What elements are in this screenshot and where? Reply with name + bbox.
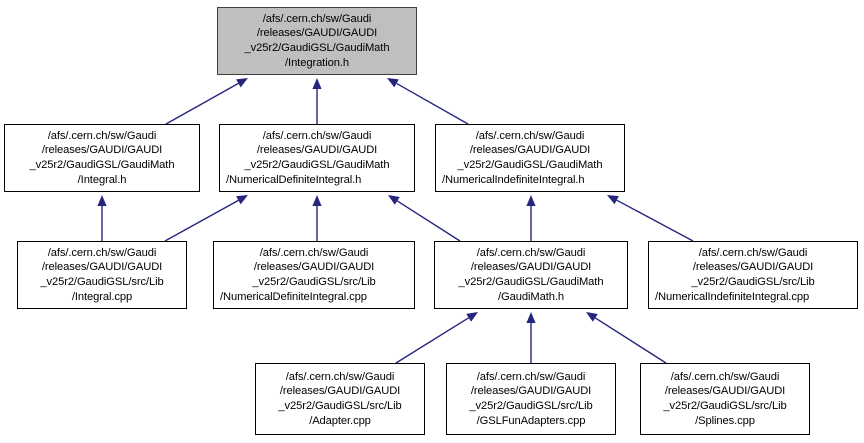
- graph-node-numericaldefiniteintegral_h[interactable]: /afs/.cern.ch/sw/Gaudi/releases/GAUDI/GA…: [219, 124, 415, 192]
- node-label-line: /afs/.cern.ch/sw/Gaudi: [259, 246, 369, 259]
- node-label-line: /releases/GAUDI/GAUDI: [41, 261, 163, 274]
- node-label-line: /afs/.cern.ch/sw/Gaudi: [262, 129, 372, 142]
- node-label-line: /Integral.cpp: [71, 290, 133, 303]
- node-label-line: /Integral.h: [77, 173, 127, 186]
- graph-edge-numericalindefiniteintegral_cpp-to-numericalindefiniteintegral_h: [607, 195, 694, 242]
- node-label-line: /afs/.cern.ch/sw/Gaudi: [47, 246, 157, 259]
- node-label-line: /GSLFunAdapters.cpp: [476, 414, 586, 427]
- graph-edge-gaudimath_h-to-numericalindefiniteintegral_h: [526, 195, 536, 241]
- node-label-line: /NumericalDefiniteIntegral.h: [226, 173, 362, 186]
- node-label-line: _v25r2/GaudiGSL/src/Lib: [252, 276, 376, 288]
- node-label-line: /releases/GAUDI/GAUDI: [253, 261, 375, 274]
- graph-node-splines_cpp[interactable]: /afs/.cern.ch/sw/Gaudi/releases/GAUDI/GA…: [640, 363, 810, 435]
- node-label-line: /afs/.cern.ch/sw/Gaudi: [476, 370, 586, 383]
- node-label-line: _v25r2/GaudiGSL/src/Lib: [663, 400, 787, 412]
- graph-node-gaudimath_h[interactable]: /afs/.cern.ch/sw/Gaudi/releases/GAUDI/GA…: [434, 241, 628, 309]
- node-label-line: _v25r2/GaudiGSL/GaudiMath: [29, 159, 175, 171]
- node-label-line: /releases/GAUDI/GAUDI: [470, 261, 592, 274]
- graph-node-numericalindefiniteintegral_cpp[interactable]: /afs/.cern.ch/sw/Gaudi/releases/GAUDI/GA…: [648, 241, 858, 309]
- graph-node-gslfunadapters_cpp[interactable]: /afs/.cern.ch/sw/Gaudi/releases/GAUDI/GA…: [446, 363, 616, 435]
- node-label-line: /NumericalIndefiniteIntegral.h: [442, 173, 585, 186]
- node-label-line: /afs/.cern.ch/sw/Gaudi: [670, 370, 780, 383]
- node-label-line: _v25r2/GaudiGSL/GaudiMath: [457, 159, 603, 171]
- graph-edge-numericalindefiniteintegral_h-to-integration_h: [387, 78, 469, 125]
- node-label-line: _v25r2/GaudiGSL/src/Lib: [691, 276, 815, 288]
- node-label-line: /releases/GAUDI/GAUDI: [256, 27, 378, 40]
- graph-edge-numericaldefiniteintegral_cpp-to-numericaldefiniteintegral_h: [312, 195, 322, 241]
- node-label-line: _v25r2/GaudiGSL/GaudiMath: [458, 276, 604, 288]
- node-label-line: /NumericalIndefiniteIntegral.cpp: [655, 290, 810, 303]
- graph-node-numericaldefiniteintegral_cpp[interactable]: /afs/.cern.ch/sw/Gaudi/releases/GAUDI/GA…: [213, 241, 415, 309]
- graph-edge-splines_cpp-to-gaudimath_h: [586, 312, 667, 364]
- node-label-line: _v25r2/GaudiGSL/GaudiMath: [244, 159, 390, 171]
- graph-edge-integral_cpp-to-integral_h: [97, 195, 107, 241]
- graph-node-adapter_cpp[interactable]: /afs/.cern.ch/sw/Gaudi/releases/GAUDI/GA…: [255, 363, 425, 435]
- node-label-line: /releases/GAUDI/GAUDI: [469, 144, 591, 157]
- node-label-line: /releases/GAUDI/GAUDI: [664, 385, 786, 398]
- node-label-line: /Adapter.cpp: [309, 414, 371, 427]
- node-label-line: /NumericalDefiniteIntegral.cpp: [220, 290, 367, 303]
- graph-node-integral_h[interactable]: /afs/.cern.ch/sw/Gaudi/releases/GAUDI/GA…: [4, 124, 200, 192]
- node-label-line: /afs/.cern.ch/sw/Gaudi: [475, 129, 585, 142]
- node-label-line: /afs/.cern.ch/sw/Gaudi: [262, 12, 372, 25]
- node-label-line: /afs/.cern.ch/sw/Gaudi: [476, 246, 586, 259]
- node-label-line: /GaudiMath.h: [498, 290, 564, 303]
- node-label-line: _v25r2/GaudiGSL/src/Lib: [469, 400, 593, 412]
- graph-node-numericalindefiniteintegral_h[interactable]: /afs/.cern.ch/sw/Gaudi/releases/GAUDI/GA…: [435, 124, 625, 192]
- node-label-line: /afs/.cern.ch/sw/Gaudi: [285, 370, 395, 383]
- node-label-line: /releases/GAUDI/GAUDI: [470, 385, 592, 398]
- node-label-line: _v25r2/GaudiGSL/src/Lib: [40, 276, 164, 288]
- node-label-line: /releases/GAUDI/GAUDI: [692, 261, 814, 274]
- graph-node-integration_h[interactable]: /afs/.cern.ch/sw/Gaudi/releases/GAUDI/GA…: [217, 7, 417, 75]
- graph-edge-integral_h-to-integration_h: [165, 78, 248, 125]
- graph-edge-adapter_cpp-to-gaudimath_h: [395, 312, 478, 364]
- node-label-line: /releases/GAUDI/GAUDI: [279, 385, 401, 398]
- graph-edge-numericaldefiniteintegral_h-to-integration_h: [312, 78, 322, 124]
- graph-edge-gslfunadapters_cpp-to-gaudimath_h: [526, 312, 536, 363]
- node-label-line: _v25r2/GaudiGSL/GaudiMath: [244, 42, 390, 54]
- node-label-line: /afs/.cern.ch/sw/Gaudi: [47, 129, 157, 142]
- graph-node-integral_cpp[interactable]: /afs/.cern.ch/sw/Gaudi/releases/GAUDI/GA…: [17, 241, 187, 309]
- node-label-line: _v25r2/GaudiGSL/src/Lib: [278, 400, 402, 412]
- node-label-line: /Integration.h: [285, 56, 349, 69]
- node-label-line: /afs/.cern.ch/sw/Gaudi: [698, 246, 808, 259]
- graph-edge-integral_cpp-to-numericaldefiniteintegral_h: [164, 195, 248, 242]
- node-label-line: /releases/GAUDI/GAUDI: [256, 144, 378, 157]
- graph-edge-gaudimath_h-to-numericaldefiniteintegral_h: [388, 195, 461, 242]
- node-label-line: /releases/GAUDI/GAUDI: [41, 144, 163, 157]
- node-label-line: /Splines.cpp: [695, 414, 755, 427]
